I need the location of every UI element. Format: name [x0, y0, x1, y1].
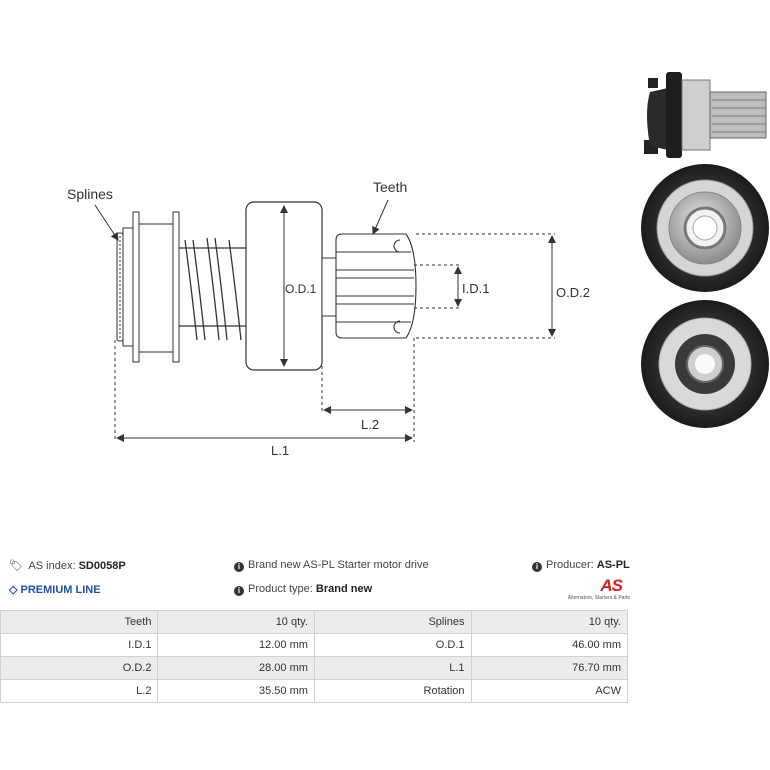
- spec-value: 35.50 mm: [157, 679, 315, 703]
- label-teeth: Teeth: [373, 179, 407, 195]
- spec-label: O.D.1: [313, 633, 472, 657]
- pinion-gear: [335, 233, 417, 339]
- label-l2: L.2: [361, 417, 379, 432]
- technical-drawing: Splines Teeth O.D.1 I.D.1 O.D.2 L.2 L.1: [67, 72, 769, 458]
- product-photo-front: [641, 164, 769, 292]
- label-od1: O.D.1: [285, 282, 317, 296]
- description-text: Brand new AS-PL Starter motor drive: [248, 559, 429, 571]
- product-type-value: Brand new: [315, 583, 373, 595]
- label-od2: O.D.2: [556, 285, 590, 300]
- info-icon: i: [234, 562, 244, 572]
- spec-value: 76.70 mm: [470, 656, 629, 680]
- table-row: I.D.1 12.00 mm O.D.1 46.00 mm: [0, 633, 629, 657]
- spec-label: L.1: [313, 656, 472, 680]
- spec-label: Rotation: [313, 679, 472, 703]
- tag-icon: 🏷: [9, 560, 23, 572]
- premium-line-text: PREMIUM LINE: [20, 584, 101, 596]
- spec-value: 46.00 mm: [470, 633, 629, 657]
- specifications-table: Teeth 10 qty. Splines 10 qty. I.D.1 12.0…: [0, 610, 629, 703]
- table-row: L.2 35.50 mm Rotation ACW: [0, 679, 629, 703]
- spec-value: 10 qty.: [157, 610, 315, 634]
- spec-label: L.2: [0, 679, 159, 703]
- premium-line-badge: ◇ PREMIUM LINE: [9, 583, 101, 596]
- label-id1: I.D.1: [462, 281, 489, 296]
- spring: [179, 237, 246, 341]
- spec-value: 28.00 mm: [157, 656, 315, 680]
- spec-value: 12.00 mm: [157, 633, 315, 657]
- as-index-value: SD0058P: [78, 560, 126, 572]
- producer-value: AS-PL: [596, 559, 630, 571]
- spec-label: Teeth: [0, 610, 159, 634]
- shaft: [321, 257, 337, 317]
- label-splines: Splines: [67, 186, 113, 202]
- diamond-icon: ◇: [9, 584, 18, 596]
- splines-hub: [116, 211, 180, 363]
- table-row: O.D.2 28.00 mm L.1 76.70 mm: [0, 656, 629, 680]
- spec-label: Splines: [313, 610, 472, 634]
- product-type-label: Product type:: [248, 583, 313, 595]
- info-icon: i: [532, 562, 542, 572]
- dimension-lines: [94, 199, 556, 442]
- spec-value: 10 qty.: [470, 610, 629, 634]
- as-index-label: AS index:: [28, 560, 76, 572]
- product-type: i Product type: Brand new: [234, 583, 372, 596]
- info-icon: i: [234, 586, 244, 596]
- table-row: Teeth 10 qty. Splines 10 qty.: [0, 610, 629, 634]
- spec-value: ACW: [470, 679, 629, 703]
- spec-label: O.D.2: [0, 656, 159, 680]
- product-photo-side: [644, 72, 767, 158]
- producer-label: Producer:: [546, 559, 594, 571]
- logo-tagline: Alternators, Starters & Parts: [567, 595, 630, 601]
- logo-mark: AS: [600, 576, 623, 595]
- as-pl-logo: AS Alternators, Starters & Parts: [566, 576, 630, 602]
- producer: i Producer: AS-PL: [532, 559, 630, 572]
- product-photo-back: [641, 300, 769, 428]
- label-l1: L.1: [271, 443, 289, 458]
- product-description: i Brand new AS-PL Starter motor drive: [234, 559, 429, 572]
- as-index: 🏷 AS index: SD0058P: [9, 559, 126, 572]
- spec-label: I.D.1: [0, 633, 159, 657]
